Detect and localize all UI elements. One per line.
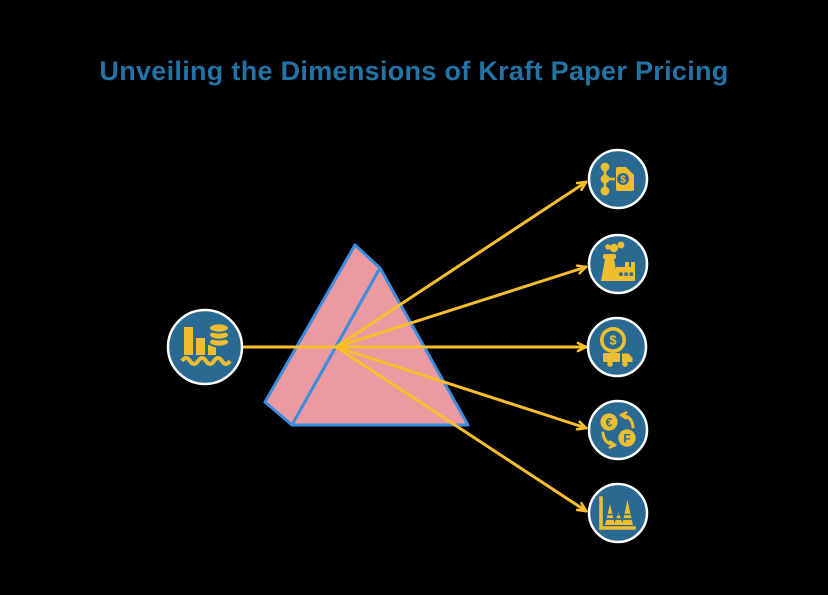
page-title: Unveiling the Dimensions of Kraft Paper … — [99, 56, 729, 86]
exchange-arrow-bottom — [601, 431, 617, 449]
currency-exchange-icon: € F — [600, 411, 636, 449]
wave-line — [180, 356, 232, 366]
truck-cab — [622, 353, 633, 362]
ray-to-cost-breakdown — [334, 180, 588, 349]
ray-to-peaks — [334, 345, 588, 513]
ray-to-factory — [334, 264, 588, 349]
coin-stack — [208, 322, 230, 348]
ray-to-currency — [334, 345, 588, 431]
dollar-glyph: $ — [620, 174, 626, 185]
output-node-3: $ — [586, 316, 648, 378]
chart-axes — [599, 496, 636, 530]
dollar-coin-glyph: $ — [609, 332, 617, 347]
output-circle-5 — [587, 482, 649, 544]
cost-breakdown-price-tag-icon: $ — [600, 162, 634, 196]
source-node — [166, 308, 244, 386]
output-node-4: € F — [587, 399, 649, 461]
light-beams — [240, 180, 588, 513]
coin-delivery-truck-icon: $ — [600, 327, 633, 367]
factory-production-icon — [601, 241, 635, 281]
truck-body — [603, 353, 620, 362]
output-circle-4 — [587, 399, 649, 461]
euro-glyph: € — [606, 415, 613, 429]
output-node-2 — [587, 233, 649, 295]
output-node-5 — [587, 482, 649, 544]
market-peaks-chart-icon — [599, 496, 636, 530]
prism-icon — [263, 243, 470, 427]
chimney-tower — [601, 259, 618, 281]
exchange-arrow-top — [619, 411, 635, 429]
franc-glyph: F — [623, 431, 630, 445]
market-data-icon — [180, 322, 232, 366]
output-node-1: $ — [587, 148, 649, 210]
